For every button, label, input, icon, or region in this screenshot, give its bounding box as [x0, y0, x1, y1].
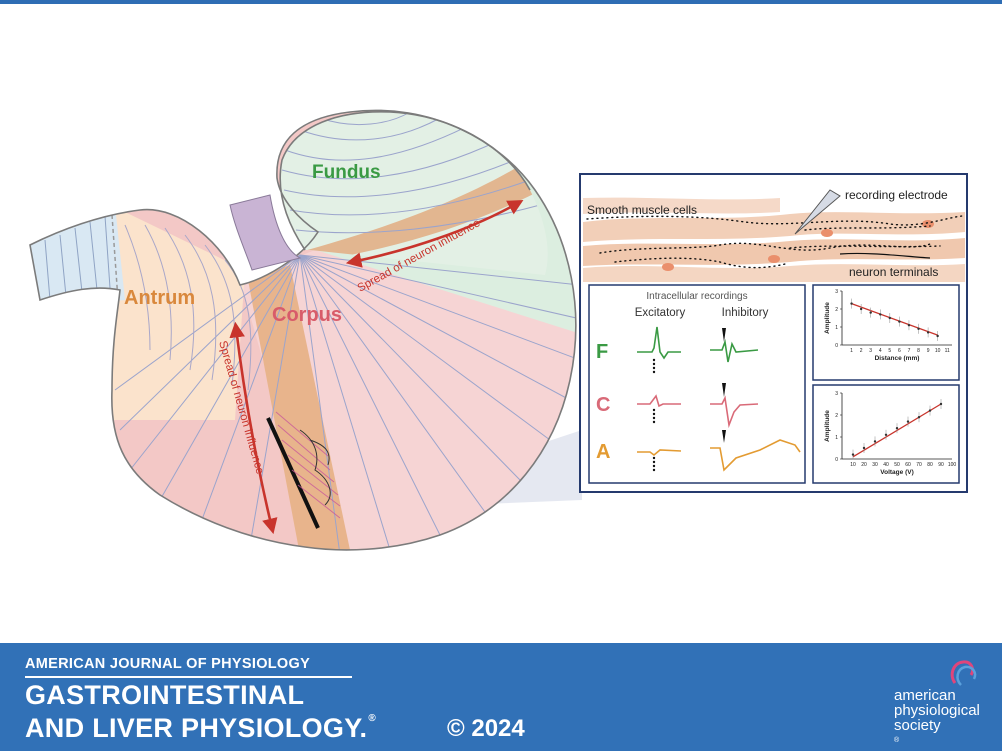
y-tick-label: 0	[835, 343, 838, 349]
journal-title-line2-text: AND LIVER PHYSIOLOGY.	[25, 713, 368, 743]
fundus-spread-arrow	[345, 199, 524, 268]
x-tick-label: 9	[927, 348, 930, 354]
x-tick-label: 10	[935, 348, 941, 354]
data-point	[907, 324, 911, 327]
aps-logo-icon	[950, 660, 977, 686]
data-point	[884, 433, 888, 436]
data-point	[869, 311, 872, 314]
x-tick-label: 10	[850, 462, 856, 468]
data-point	[917, 416, 921, 419]
fundus-label: Fundus	[312, 162, 381, 183]
recordings-title: Intracellular recordings	[646, 291, 747, 302]
y-tick-label: 3	[835, 391, 838, 397]
x-tick-label: 50	[894, 462, 900, 468]
excitatory-header: Excitatory	[635, 307, 686, 319]
data-point	[898, 320, 901, 323]
journal-title-line1: GASTROINTESTINAL	[25, 680, 305, 710]
footer-divider	[25, 676, 352, 678]
data-point	[850, 302, 853, 305]
x-tick-label: 7	[908, 348, 911, 354]
data-point	[879, 313, 882, 316]
distance-chart-frame	[812, 284, 960, 381]
x-tick-label: 11	[945, 348, 950, 354]
x-axis-label: Distance (mm)	[875, 355, 920, 362]
data-point	[873, 440, 877, 443]
esophagus	[229, 194, 302, 271]
y-tick-label: 1	[835, 325, 838, 331]
y-tick-label: 0	[835, 457, 838, 463]
corpus-neuron-trace	[299, 429, 331, 506]
recording-electrode	[794, 189, 841, 235]
x-tick-label: 100	[948, 462, 957, 468]
copyright: © 2024	[447, 715, 525, 742]
row-letter-f: F	[596, 341, 608, 363]
data-point	[851, 453, 855, 456]
x-tick-label: 3	[869, 348, 872, 354]
terminals-label: neuron terminals	[849, 265, 938, 279]
x-tick-label: 1	[850, 348, 853, 354]
society-line3-wrap: society ®	[894, 718, 980, 748]
smooth-muscle-panel	[583, 197, 965, 282]
trace-a-inhibitory	[710, 439, 801, 472]
y-tick-label: 2	[835, 413, 838, 419]
inhibitory-header: Inhibitory	[722, 307, 769, 319]
y-tick-label: 3	[835, 289, 838, 295]
trace-a-excitatory	[637, 449, 682, 457]
x-tick-label: 70	[916, 462, 922, 468]
smooth-muscle-label: Smooth muscle cells	[587, 203, 697, 217]
data-point	[936, 334, 939, 338]
recordings-panel	[588, 284, 806, 484]
voltage-chart-frame	[812, 384, 960, 484]
data-point	[926, 331, 930, 334]
society-name: american physiological society ®	[894, 688, 980, 748]
x-tick-label: 6	[898, 348, 901, 354]
top-rule	[0, 0, 1002, 4]
journal-footer: AMERICAN JOURNAL OF PHYSIOLOGY GASTROINT…	[0, 643, 1002, 751]
trace-c-inhibitory	[710, 395, 759, 429]
journal-name: AMERICAN JOURNAL OF PHYSIOLOGY	[25, 656, 311, 672]
data-point	[895, 427, 899, 430]
society-registered-mark: ®	[894, 737, 900, 744]
electrode-label: recording electrode	[845, 188, 948, 202]
trace-f-excitatory	[637, 326, 681, 360]
trace-f-inhibitory	[710, 338, 759, 363]
x-tick-label: 4	[879, 348, 882, 354]
antrum-label: Antrum	[124, 287, 195, 309]
registered-mark: ®	[368, 713, 377, 724]
data-point	[939, 402, 943, 406]
x-axis-label: Voltage (V)	[880, 469, 913, 476]
row-letter-c: C	[596, 394, 610, 416]
x-tick-label: 40	[883, 462, 889, 468]
data-point	[862, 446, 866, 450]
stomach-figure: Fundus Antrum Corpus Spread of neuron in…	[29, 109, 968, 551]
corpus-spread-arrow	[229, 321, 278, 535]
society-line3: society	[894, 717, 941, 734]
x-tick-label: 20	[861, 462, 867, 468]
data-point	[928, 409, 932, 412]
x-tick-label: 2	[860, 348, 863, 354]
x-tick-label: 60	[905, 462, 911, 468]
data-point	[859, 307, 863, 311]
y-tick-label: 1	[835, 435, 838, 441]
society-line1: american	[894, 687, 956, 704]
fit-line	[851, 302, 938, 336]
x-tick-label: 90	[938, 462, 944, 468]
x-tick-label: 8	[917, 348, 920, 354]
x-tick-label: 80	[927, 462, 933, 468]
data-point	[906, 420, 910, 423]
y-axis-label: Amplitude	[824, 410, 831, 442]
corpus-label: Corpus	[272, 304, 342, 326]
x-tick-label: 30	[872, 462, 878, 468]
row-letter-a: A	[596, 441, 610, 463]
y-tick-label: 2	[835, 307, 838, 313]
data-point	[888, 316, 892, 320]
data-point	[917, 327, 920, 330]
y-axis-label: Amplitude	[824, 302, 831, 334]
society-line2: physiological	[894, 702, 980, 719]
journal-title-line2: AND LIVER PHYSIOLOGY.®	[25, 713, 376, 744]
trace-c-excitatory	[637, 394, 681, 408]
x-tick-label: 5	[888, 348, 891, 354]
